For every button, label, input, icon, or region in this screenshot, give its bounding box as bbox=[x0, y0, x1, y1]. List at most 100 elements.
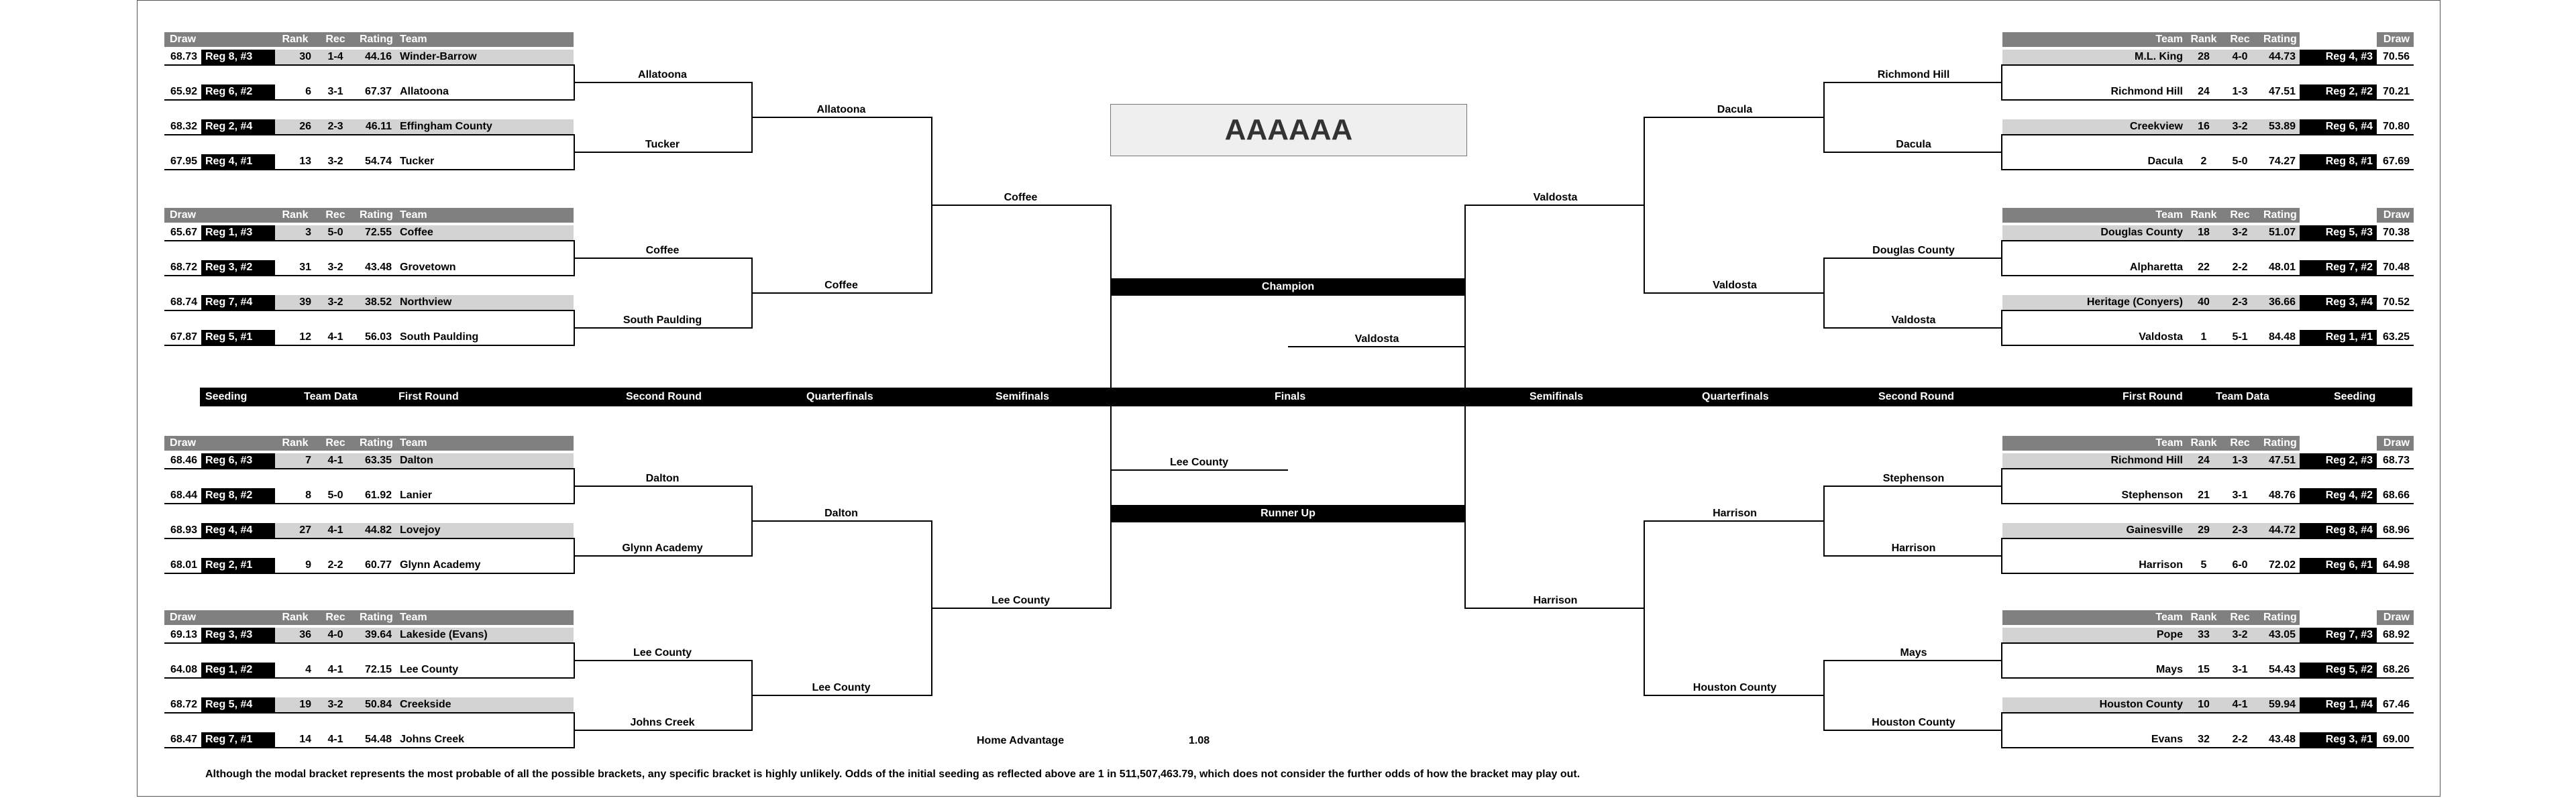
team-rec: 5-0 bbox=[315, 488, 356, 503]
team-rec: 3-2 bbox=[315, 154, 356, 169]
quarterfinal-team: Dacula bbox=[1717, 104, 1753, 115]
bracket-line bbox=[574, 555, 751, 557]
team-rating: 51.07 bbox=[2259, 225, 2300, 240]
second-round-team: South Paulding bbox=[623, 315, 702, 326]
quarterfinal-team: Houston County bbox=[1693, 682, 1777, 693]
bracket-line bbox=[1645, 292, 1825, 294]
team-name: Dacula bbox=[2002, 154, 2187, 169]
team-draw: 68.72 bbox=[164, 697, 201, 712]
team-seed: Reg 6, #2 bbox=[201, 84, 275, 99]
bracket-line bbox=[2002, 573, 2414, 574]
team-name: Lanier bbox=[396, 488, 574, 503]
team-name: Houston County bbox=[2002, 697, 2187, 712]
bracket-line bbox=[164, 677, 574, 679]
col-header-draw: Draw bbox=[2377, 32, 2414, 47]
team-rec: 2-3 bbox=[2220, 295, 2259, 310]
team-draw: 64.98 bbox=[2377, 558, 2414, 573]
team-seed: Reg 5, #3 bbox=[2300, 225, 2377, 240]
col-header-rank: Rank bbox=[275, 436, 315, 451]
bracket-line bbox=[2002, 538, 2414, 539]
team-seed: Reg 1, #1 bbox=[2300, 330, 2377, 345]
team-draw: 68.47 bbox=[164, 732, 201, 747]
team-seed: Reg 4, #3 bbox=[2300, 50, 2377, 64]
team-draw: 68.01 bbox=[164, 558, 201, 573]
home-advantage-label: Home Advantage bbox=[977, 735, 1065, 746]
team-rating: 36.66 bbox=[2259, 295, 2300, 310]
team-seed: Reg 2, #3 bbox=[2300, 453, 2377, 468]
second-round-team: Dalton bbox=[645, 473, 680, 484]
bracket-line bbox=[1825, 730, 2002, 731]
team-rank: 36 bbox=[275, 628, 315, 642]
team-rank: 6 bbox=[275, 84, 315, 99]
separator-label-right: Seeding bbox=[2334, 391, 2376, 402]
bracket-line bbox=[2002, 468, 2414, 469]
bracket-line bbox=[574, 82, 751, 83]
col-header-seed bbox=[2300, 208, 2377, 223]
team-rec: 1-3 bbox=[2220, 453, 2259, 468]
team-rating: 46.11 bbox=[356, 119, 396, 134]
bracket-line bbox=[2002, 64, 2414, 66]
second-round-team: Coffee bbox=[645, 245, 680, 256]
team-rank: 27 bbox=[275, 523, 315, 538]
team-rating: 47.51 bbox=[2259, 84, 2300, 99]
col-header-rec: Rec bbox=[315, 32, 356, 47]
team-rec: 3-2 bbox=[315, 295, 356, 310]
team-rank: 24 bbox=[2187, 453, 2220, 468]
team-name: Evans bbox=[2002, 732, 2187, 747]
bracket-line bbox=[751, 520, 931, 522]
bracket-line bbox=[2002, 345, 2414, 346]
team-name: Creekview bbox=[2002, 119, 2187, 134]
second-round-team: Glynn Academy bbox=[622, 543, 703, 554]
team-rating: 53.89 bbox=[2259, 119, 2300, 134]
bracket-line bbox=[1825, 327, 2002, 329]
team-rec: 3-2 bbox=[2220, 628, 2259, 642]
separator-label-left: Seeding bbox=[205, 391, 248, 402]
team-rec: 2-2 bbox=[2220, 732, 2259, 747]
bracket-line bbox=[931, 205, 1110, 206]
col-header-rec: Rec bbox=[2220, 32, 2259, 47]
team-draw: 68.74 bbox=[164, 295, 201, 310]
col-header-seed bbox=[2300, 436, 2377, 451]
team-rating: 44.73 bbox=[2259, 50, 2300, 64]
bracket-line bbox=[164, 64, 574, 66]
bracket-line bbox=[164, 712, 574, 714]
col-header-rec: Rec bbox=[315, 436, 356, 451]
col-header-rating: Rating bbox=[356, 32, 396, 47]
team-rec: 4-1 bbox=[315, 732, 356, 747]
col-header-seed bbox=[201, 610, 275, 625]
team-rank: 39 bbox=[275, 295, 315, 310]
bracket-line bbox=[164, 310, 574, 311]
team-rec: 4-1 bbox=[315, 453, 356, 468]
col-header-seed bbox=[2300, 610, 2377, 625]
team-rank: 21 bbox=[2187, 488, 2220, 503]
team-name: Valdosta bbox=[2002, 330, 2187, 345]
second-round-team: Lee County bbox=[633, 647, 692, 659]
col-header-seed bbox=[201, 32, 275, 47]
second-round-team: Tucker bbox=[645, 139, 680, 150]
col-header-rating: Rating bbox=[356, 208, 396, 223]
team-rank: 7 bbox=[275, 453, 315, 468]
team-draw: 65.67 bbox=[164, 225, 201, 240]
bracket-line bbox=[1466, 608, 1645, 609]
team-draw: 68.46 bbox=[164, 453, 201, 468]
team-rank: 13 bbox=[275, 154, 315, 169]
quarterfinal-team: Valdosta bbox=[1713, 280, 1757, 291]
team-rec: 1-3 bbox=[2220, 84, 2259, 99]
team-draw: 67.95 bbox=[164, 154, 201, 169]
team-rating: 67.37 bbox=[356, 84, 396, 99]
team-rating: 48.01 bbox=[2259, 260, 2300, 275]
col-header-rec: Rec bbox=[2220, 208, 2259, 223]
team-draw: 69.13 bbox=[164, 628, 201, 642]
team-name: Douglas County bbox=[2002, 225, 2187, 240]
team-rec: 4-0 bbox=[315, 628, 356, 642]
bracket-line bbox=[164, 99, 574, 101]
separator-label-right: Second Round bbox=[1878, 391, 1954, 402]
semifinal-team: Coffee bbox=[1004, 192, 1038, 203]
team-draw: 70.52 bbox=[2377, 295, 2414, 310]
team-name: Lee County bbox=[396, 663, 574, 677]
team-seed: Reg 3, #2 bbox=[201, 260, 275, 275]
col-header-team: Team bbox=[2002, 208, 2187, 223]
col-header-draw: Draw bbox=[164, 208, 201, 223]
footer-note: Although the modal bracket represents th… bbox=[205, 768, 1580, 780]
team-rank: 18 bbox=[2187, 225, 2220, 240]
